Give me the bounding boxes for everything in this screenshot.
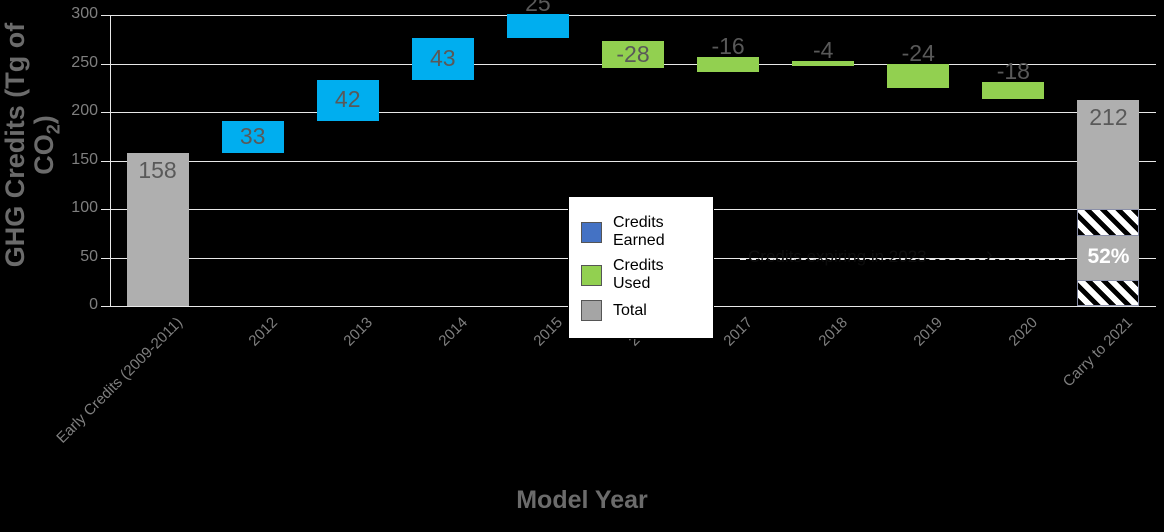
bar-2012[interactable] [221,120,284,153]
y-tick-300 [101,15,110,16]
expiry-note-text: Credits expiring in 2023 [748,246,927,266]
legend-swatch-icon [581,264,602,286]
bar-2015[interactable] [506,14,569,39]
bar-data-label: -16 [711,32,745,59]
bar-2018[interactable] [792,60,855,66]
legend-item[interactable]: Total [581,300,699,321]
expiry-dashed-line [740,257,1065,260]
bar-early-credits[interactable] [126,152,189,306]
bar-data-label: -24 [901,40,935,67]
bar-data-label: 43 [430,45,456,72]
bar-2020[interactable] [982,81,1045,100]
legend-swatch-icon [581,300,602,321]
bar-2019[interactable] [887,64,950,88]
bar-2014[interactable] [411,38,474,80]
legend-item[interactable]: Credits Used [581,257,699,293]
percent-label: 52% [1087,244,1130,268]
legend-swatch-icon [581,221,602,243]
expiry-arrow-icon: › [986,243,993,266]
legend-label: Credits Earned [613,214,665,249]
gridline-150 [110,160,1156,162]
x-axis-title: Model Year [516,486,648,514]
bar-data-label: -28 [616,40,650,67]
bar-carry-to-2021[interactable] [1077,100,1140,306]
y-tick-50 [101,257,110,259]
bar-2013[interactable] [316,79,379,121]
y-tick-label: 50 [80,247,98,265]
y-tick-label: 300 [71,5,98,22]
gridline-300 [110,15,1156,16]
legend-item[interactable]: Credits Earned [581,214,699,250]
y-tick-0 [101,306,110,307]
bar-data-label: 42 [334,86,361,113]
y-tick-label: 150 [71,150,98,168]
bar-data-label: 33 [239,122,266,149]
legend-label: Total [613,301,647,319]
y-tick-150 [101,160,110,162]
y-tick-200 [101,112,110,113]
y-tick-label: 200 [71,102,98,119]
y-tick-100 [101,209,110,210]
hatch-expiring-lower[interactable] [1077,279,1140,306]
y-tick-250 [101,63,110,65]
y-tick-label: 100 [71,199,98,216]
bar-data-label: 212 [1089,104,1128,131]
bar-data-label: -4 [812,36,834,63]
bar-2016[interactable] [602,41,664,69]
bar-data-label: -18 [996,57,1030,84]
bar-2017[interactable] [697,56,760,73]
bar-data-label: 25 [525,0,551,17]
y-tick-label: 250 [71,53,98,71]
legend-label: Credits Used [613,257,664,292]
gridline-200 [110,112,1156,113]
y-tick-label: 0 [89,296,98,313]
bar-data-label: 158 [138,156,177,183]
hatch-expiring-upper[interactable] [1077,209,1140,237]
